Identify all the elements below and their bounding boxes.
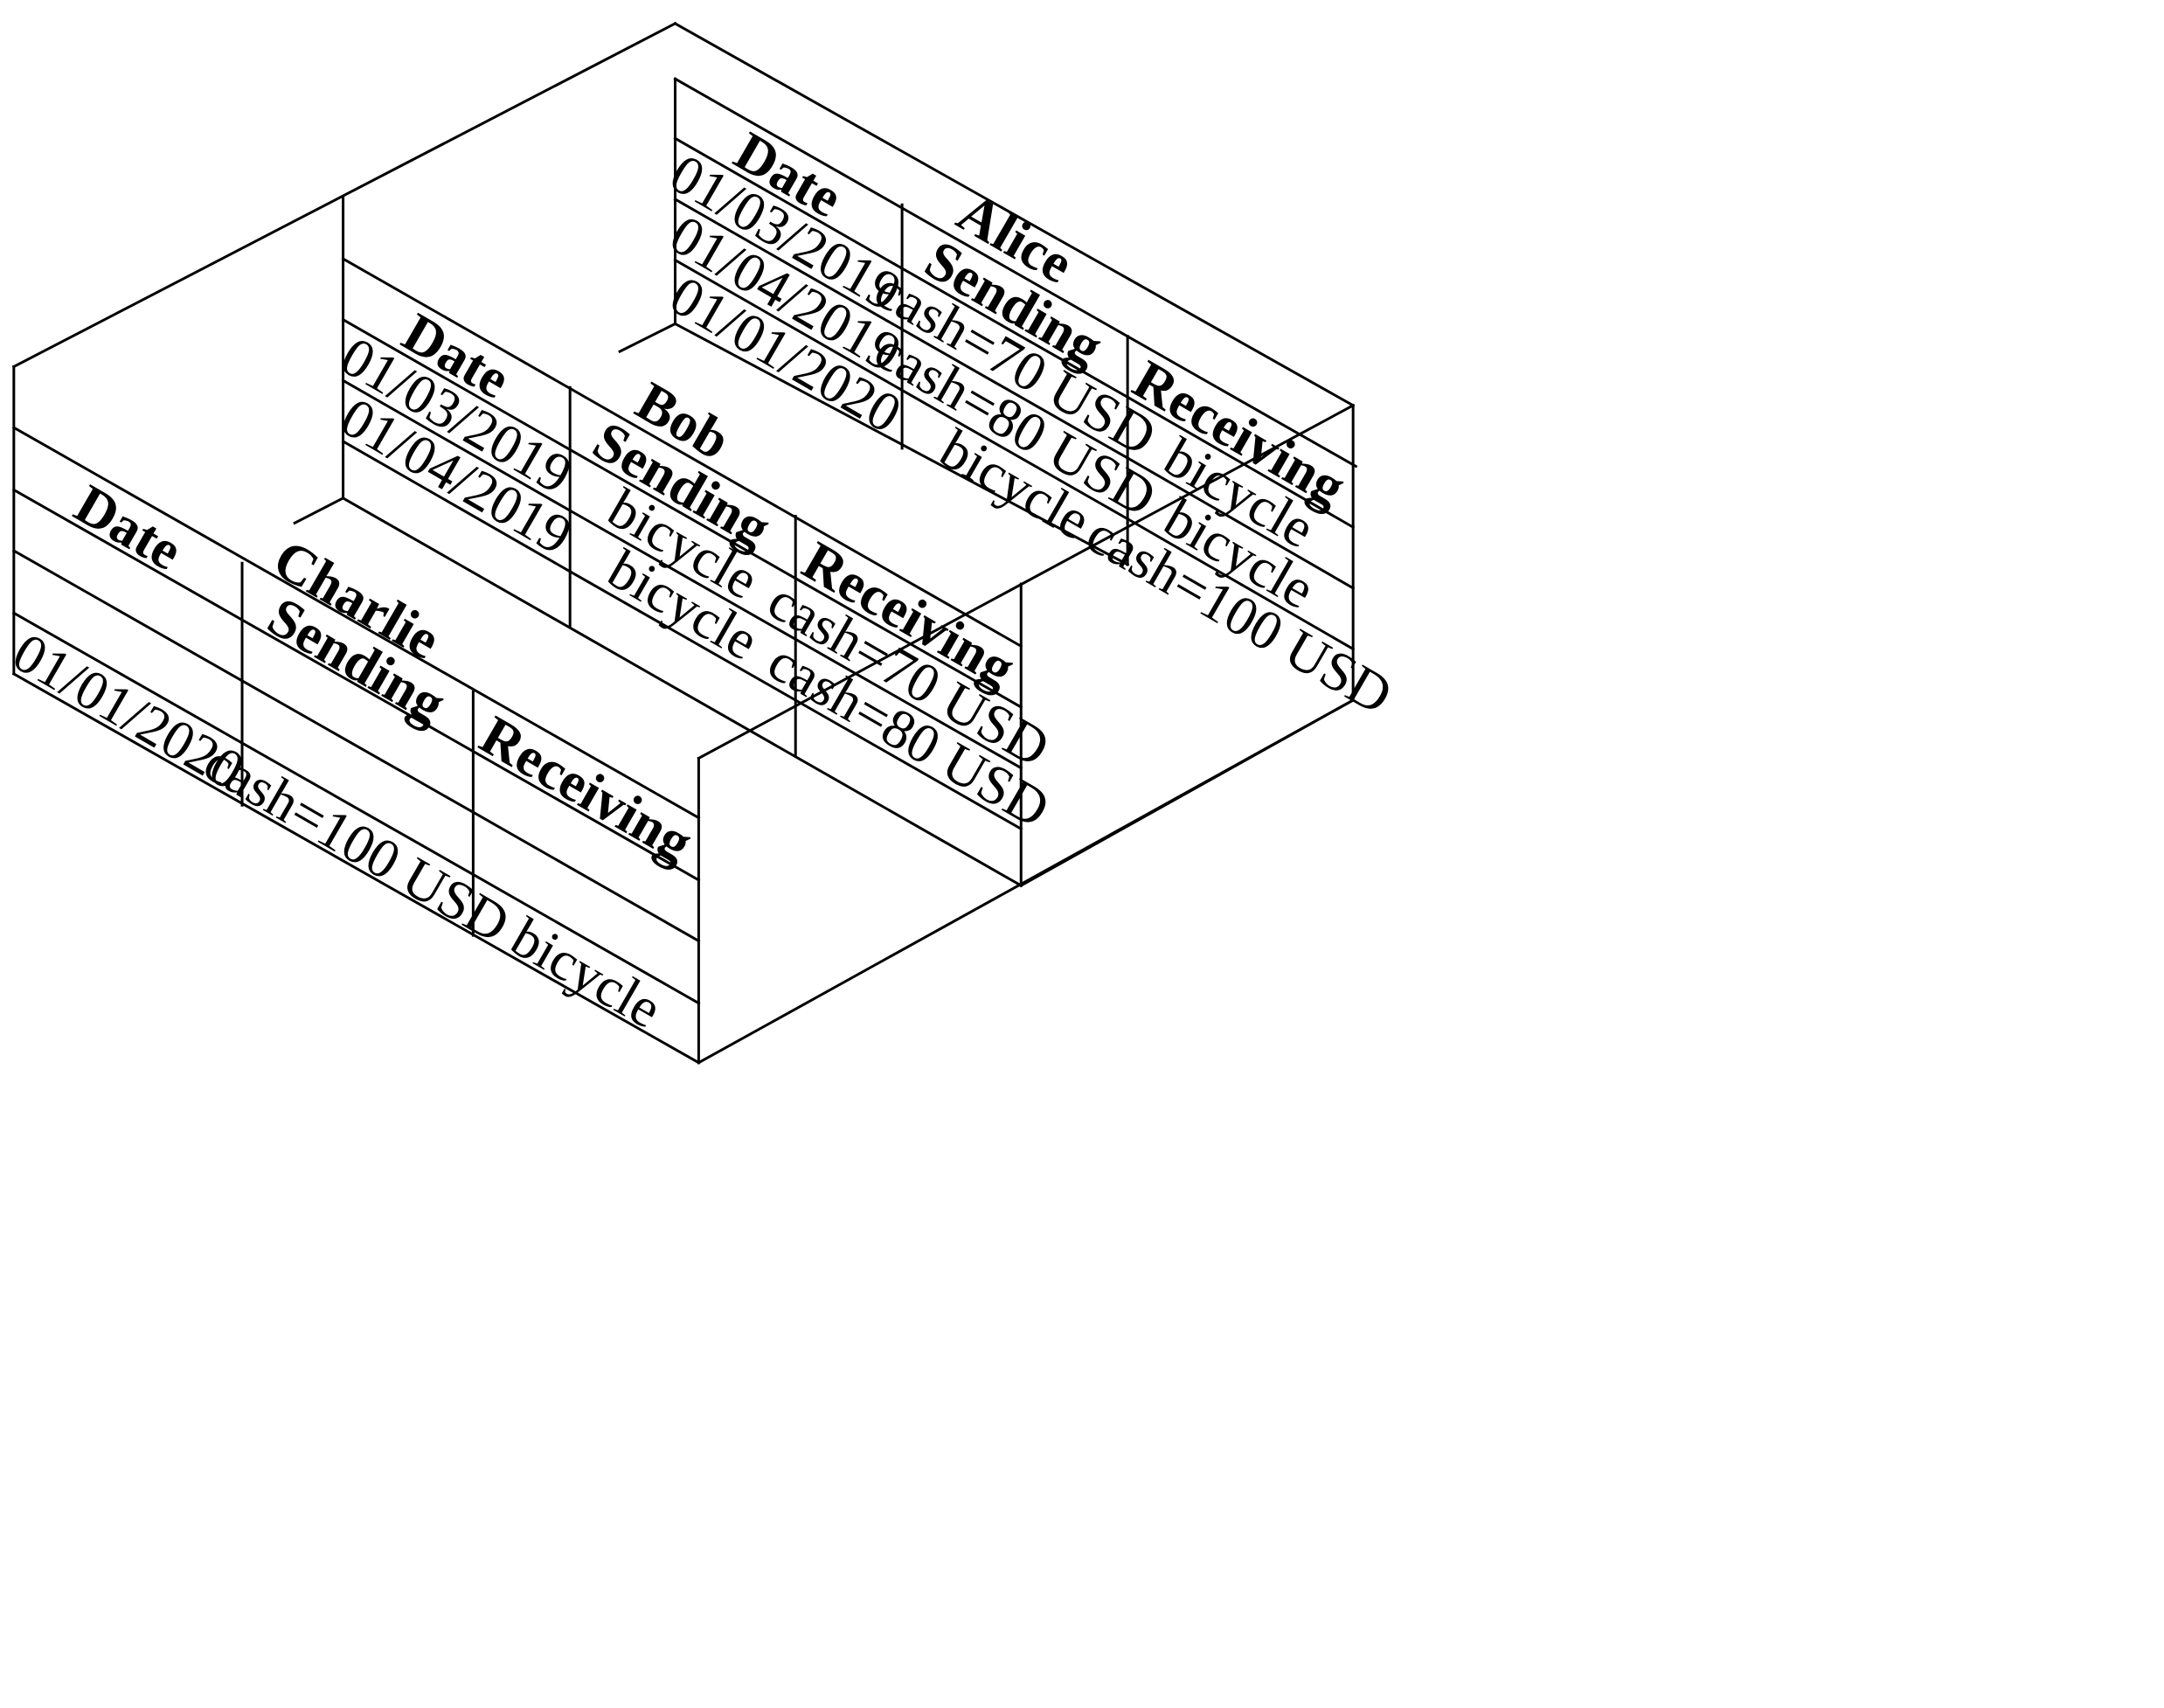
alice-receiving-row-line-2: [1126, 517, 1356, 651]
charlie-date-header: Date: [65, 472, 192, 581]
charlie-wall-top-edge: [293, 496, 345, 525]
alice-sending-row-line-2: [900, 388, 1130, 521]
charlie-sending-header-line: [239, 618, 475, 753]
charlie-header-top-line: [11, 426, 701, 820]
charlie-receiving-row-line-1: [471, 810, 701, 943]
bob-receiving-row-line-2: [794, 698, 1023, 831]
bob-date-row-line-1: [341, 378, 572, 513]
bob-header-top-line: [341, 256, 1023, 649]
charlie-sending-row-line-2: [239, 741, 475, 877]
charlie-receiving-header-line: [471, 749, 701, 882]
alice-receiving-header-line: [1126, 395, 1356, 530]
charlie-date-row-line-2: [11, 611, 245, 746]
alice-sending-row-line-1: [900, 327, 1130, 461]
bob-sending-row-line-1: [568, 509, 798, 642]
bob-receiving-row-line-1: [794, 637, 1023, 770]
alice-date-row-line-1: [673, 197, 905, 331]
floor-partition-edge: [1019, 698, 1356, 888]
ledger-labels: AliceDateSendingReceiving01/03/201901/04…: [3, 120, 1403, 1040]
box-bottom-front-edge: [11, 671, 701, 1065]
bob-wall-top-edge: [618, 322, 677, 354]
bob-date-row-line-2: [341, 439, 572, 573]
charlie-sending-row-line-1: [239, 678, 475, 815]
bob-wall-bottom-edge: [341, 496, 1023, 888]
charlie-receiving-cell-2: bicycle: [501, 906, 672, 1040]
alice-date-row-line-2: [673, 258, 905, 392]
charlie-receiving-row-line-2: [471, 872, 701, 1005]
bob-receiving-header-line: [794, 576, 1023, 709]
alice-header-top-line: [673, 77, 1358, 469]
charlie-date-row-line-1: [11, 548, 245, 683]
charlie-receiving-header: Receiving: [470, 704, 703, 874]
ledger-box-edges: [11, 21, 1358, 1065]
charlie-sending-cell-2: cash=100 USD: [194, 731, 520, 955]
alice-receiving-row-line-1: [1126, 455, 1356, 590]
box-top-right-edge: [673, 21, 1356, 407]
alice-date-header-line: [673, 136, 905, 271]
charlie-date-header-line: [11, 488, 245, 622]
bob-sending-header-line: [568, 448, 798, 580]
box-top-left-edge: [11, 21, 677, 369]
alice-sending-header-line: [900, 267, 1130, 399]
bob-date-header-line: [341, 317, 572, 452]
bob-sending-row-line-2: [568, 569, 798, 703]
